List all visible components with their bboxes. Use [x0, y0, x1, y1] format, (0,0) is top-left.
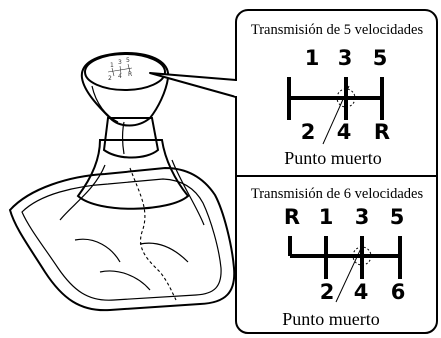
gear-label-4: 4 — [337, 120, 352, 144]
neutral-circle-6 — [352, 246, 372, 266]
neutral-pointer-6 — [335, 243, 364, 303]
shift-boot-rim — [21, 178, 222, 301]
svg-text:3: 3 — [118, 59, 122, 66]
gear-lever-illustration: 1 3 5 2 4 R — [8, 51, 236, 312]
gear-knob-top — [84, 53, 166, 91]
gear-label-R-6: R — [284, 205, 300, 229]
gear-label-2: 2 — [301, 120, 316, 144]
neutral-pointer-5 — [322, 85, 350, 145]
svg-text:1: 1 — [110, 62, 114, 69]
lever-collar — [102, 117, 160, 159]
gear-label-2-6: 2 — [320, 280, 335, 304]
svg-text:R: R — [128, 71, 132, 78]
shift-gate-6 — [288, 236, 402, 279]
panel-5-speed: Transmisión de 5 velocidades 1 3 5 2 4 R… — [251, 22, 424, 168]
gear-label-3: 3 — [338, 46, 353, 70]
gear-label-6-6: 6 — [391, 280, 406, 304]
svg-text:2: 2 — [108, 75, 112, 82]
shift-boot-stitch — [129, 167, 177, 301]
gear-label-1-6: 1 — [319, 205, 334, 229]
svg-text:5: 5 — [126, 57, 130, 64]
shift-gate-5 — [287, 77, 384, 120]
panel-6-title: Transmisión de 6 velocidades — [251, 186, 424, 202]
panel-5-title: Transmisión de 5 velocidades — [251, 22, 424, 38]
knob-pattern: 1 3 5 2 4 R — [107, 57, 132, 82]
gear-label-5-6: 5 — [390, 205, 405, 229]
gear-label-1: 1 — [305, 46, 320, 70]
neutral-circle-5 — [336, 88, 356, 108]
gear-label-3-6: 3 — [355, 205, 370, 229]
gear-label-4-6: 4 — [354, 280, 369, 304]
panel-6-speed: Transmisión de 6 velocidades R 1 3 5 2 4… — [251, 186, 424, 329]
shift-boot-body — [76, 139, 190, 210]
callout-pointer — [149, 72, 237, 98]
neutral-label-6: Punto muerto — [282, 309, 380, 329]
svg-text:4: 4 — [118, 73, 122, 80]
neutral-label-5: Punto muerto — [284, 148, 382, 168]
callout-panel — [235, 9, 438, 334]
shift-boot-base — [8, 166, 236, 312]
shift-boot-folds — [59, 159, 205, 291]
gear-label-R: R — [374, 120, 390, 144]
gear-label-5: 5 — [373, 46, 388, 70]
